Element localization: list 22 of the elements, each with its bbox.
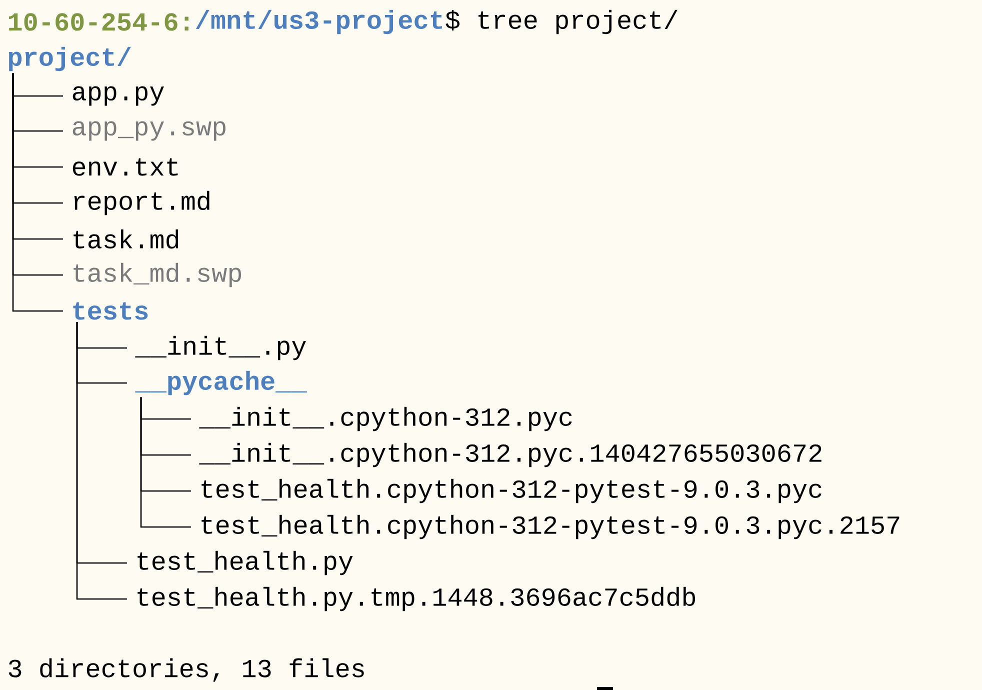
file-name: test_health.py.tmp.1448.3696ac7c5ddb [138, 586, 696, 612]
file-name: app_py.swp [72, 121, 226, 141]
tree-connector [12, 73, 63, 312]
file-name: __init__.cpython-312.pyc [199, 406, 572, 432]
prompt-path: /mnt/us3-project [196, 10, 442, 34]
command-text: $ tree project/ [446, 10, 678, 34]
file-name: test_health.cpython-312-pytest-9.0.3.pyc [202, 478, 822, 504]
summary-text: 3 directories, 13 files [8, 658, 364, 682]
file-name: __init__.cpython-312.pyc.140427655030672 [199, 442, 822, 468]
file-name: env.txt [72, 158, 178, 176]
file-name: test_health.cpython-312-pytest-9.0.3.pyc.2157 [202, 514, 900, 540]
tree-connector [140, 397, 191, 528]
directory-name: __pycache__ [135, 370, 307, 396]
directory-name: tests [73, 302, 148, 320]
prompt-host: 10-60-254-6: [8, 13, 188, 31]
file-name: app.py [72, 86, 164, 106]
directory-name: project/ [8, 46, 131, 72]
file-name: report.md [74, 190, 210, 216]
file-name: task.md [74, 229, 178, 249]
file-name: __init__.py [135, 336, 306, 360]
file-name: task_md.swp [74, 262, 242, 288]
file-name: test_health.py [138, 550, 353, 576]
